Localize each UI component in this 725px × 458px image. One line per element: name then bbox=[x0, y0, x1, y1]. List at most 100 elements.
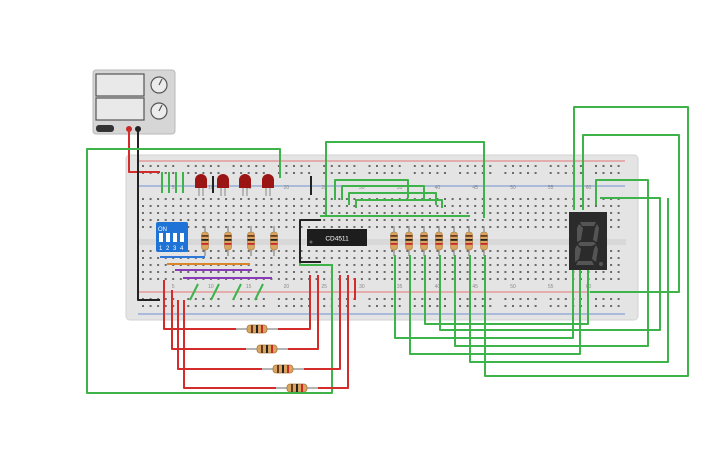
column-label: 45 bbox=[472, 185, 478, 191]
led-3[interactable] bbox=[239, 174, 251, 196]
dip-pin-3: 3 bbox=[173, 246, 177, 252]
wire-green-diag-3[interactable] bbox=[232, 283, 242, 301]
dip-switch-on-label: ON bbox=[158, 227, 167, 233]
dip-toggle-2[interactable] bbox=[166, 233, 170, 242]
column-label: 10 bbox=[208, 284, 214, 290]
wire-green-top-arch[interactable] bbox=[325, 141, 485, 218]
resistor-v9[interactable] bbox=[450, 226, 458, 256]
voltage-knob-indicator bbox=[158, 78, 163, 86]
wire-green-arch-4[interactable] bbox=[355, 199, 443, 208]
dip-switch-body bbox=[156, 222, 188, 252]
wire-power-positive[interactable] bbox=[128, 129, 160, 173]
dip-switch[interactable]: ON 1 2 3 4 bbox=[156, 222, 188, 252]
wire-seg-e[interactable] bbox=[454, 179, 649, 347]
resistor-v6[interactable] bbox=[405, 226, 413, 256]
column-label: 40 bbox=[435, 185, 441, 191]
resistor-h1[interactable] bbox=[236, 324, 278, 334]
wires bbox=[86, 106, 689, 394]
wire-green-arch-1[interactable] bbox=[334, 179, 409, 200]
dip-pin-2: 2 bbox=[166, 246, 170, 252]
column-label: 15 bbox=[246, 284, 252, 290]
segment-d bbox=[576, 261, 594, 265]
breadboard-column-labels: 5510101515202025253030353540404545505055… bbox=[172, 185, 592, 290]
wire-seg-common[interactable] bbox=[582, 134, 680, 293]
column-label: 25 bbox=[321, 284, 327, 290]
seven-segment-segments bbox=[575, 222, 603, 266]
wire-seg-g[interactable] bbox=[484, 106, 689, 377]
column-label: 20 bbox=[284, 284, 290, 290]
led-2[interactable] bbox=[217, 174, 229, 196]
segment-g bbox=[578, 242, 596, 246]
wire-red-ret-2[interactable] bbox=[288, 275, 319, 350]
wire-red-loop-1[interactable] bbox=[163, 280, 236, 330]
column-label: 25 bbox=[321, 185, 327, 191]
segment-a bbox=[580, 222, 596, 226]
column-label: 55 bbox=[548, 185, 554, 191]
leds bbox=[195, 174, 274, 196]
resistor-v3[interactable] bbox=[247, 226, 255, 256]
seven-segment-display[interactable] bbox=[569, 212, 607, 270]
ic-pin1-marker bbox=[309, 240, 313, 244]
wire-red-ret-1[interactable] bbox=[278, 275, 311, 330]
resistor-v8[interactable] bbox=[435, 226, 443, 256]
resistor-v11[interactable] bbox=[480, 226, 488, 256]
column-label: 45 bbox=[472, 284, 478, 290]
segment-f bbox=[577, 224, 583, 242]
column-label: 5 bbox=[172, 284, 175, 290]
wire-green-left-loop[interactable] bbox=[86, 148, 333, 394]
wire-red-loop-2[interactable] bbox=[171, 290, 246, 350]
resistor-v5[interactable] bbox=[390, 226, 398, 256]
resistor-v4[interactable] bbox=[270, 226, 278, 256]
resistor-v1[interactable] bbox=[201, 226, 209, 256]
column-label: 30 bbox=[359, 185, 365, 191]
column-label: 60 bbox=[586, 185, 592, 191]
dip-toggle-1[interactable] bbox=[159, 233, 163, 242]
power-supply-current-screen bbox=[95, 97, 145, 121]
wire-green-diag-1[interactable] bbox=[189, 283, 199, 301]
wire-seg-d[interactable] bbox=[439, 197, 661, 331]
current-knob-indicator bbox=[158, 104, 163, 112]
column-label: 30 bbox=[359, 284, 365, 290]
column-label: 20 bbox=[284, 185, 290, 191]
wire-green-diag-4[interactable] bbox=[254, 283, 264, 301]
segment-b bbox=[593, 224, 599, 242]
dip-toggle-3[interactable] bbox=[173, 233, 177, 242]
wire-seg-b[interactable] bbox=[409, 255, 581, 355]
column-label: 55 bbox=[548, 284, 554, 290]
dip-pin-4: 4 bbox=[180, 246, 184, 252]
wire-red-ret-4[interactable] bbox=[318, 275, 349, 389]
breadboard-center-channel bbox=[138, 239, 626, 245]
resistor-v2[interactable] bbox=[224, 226, 232, 256]
dip-toggle-4[interactable] bbox=[180, 233, 184, 242]
wire-green-diag-2[interactable] bbox=[210, 283, 220, 301]
power-supply[interactable] bbox=[92, 69, 176, 135]
horizontal-resistors bbox=[236, 324, 318, 393]
resistor-h4[interactable] bbox=[276, 383, 318, 393]
column-label: 50 bbox=[510, 284, 516, 290]
segment-dp bbox=[599, 262, 603, 266]
wire-power-negative[interactable] bbox=[137, 129, 160, 301]
segment-c bbox=[592, 245, 598, 262]
wire-black-ic[interactable] bbox=[299, 219, 321, 263]
led-1[interactable] bbox=[195, 174, 207, 196]
ic-body bbox=[307, 229, 367, 246]
wire-seg-c[interactable] bbox=[424, 255, 589, 325]
wire-seg-f[interactable] bbox=[469, 198, 669, 363]
resistor-h3[interactable] bbox=[262, 364, 304, 374]
wire-red-ret-3[interactable] bbox=[304, 275, 341, 370]
dip-pin-1: 1 bbox=[159, 246, 163, 252]
ic-chip[interactable]: CD4511 bbox=[307, 229, 367, 246]
column-label: 10 bbox=[208, 185, 214, 191]
wire-red-loop-3[interactable] bbox=[177, 300, 262, 370]
resistor-h2[interactable] bbox=[246, 344, 288, 354]
segment-e bbox=[575, 245, 581, 262]
column-label: 40 bbox=[435, 284, 441, 290]
vertical-resistors bbox=[201, 226, 488, 256]
resistor-v10[interactable] bbox=[465, 226, 473, 256]
wire-red-loop-4[interactable] bbox=[183, 300, 276, 389]
power-switch[interactable] bbox=[96, 125, 114, 132]
led-4[interactable] bbox=[262, 174, 274, 196]
resistor-v7[interactable] bbox=[420, 226, 428, 256]
